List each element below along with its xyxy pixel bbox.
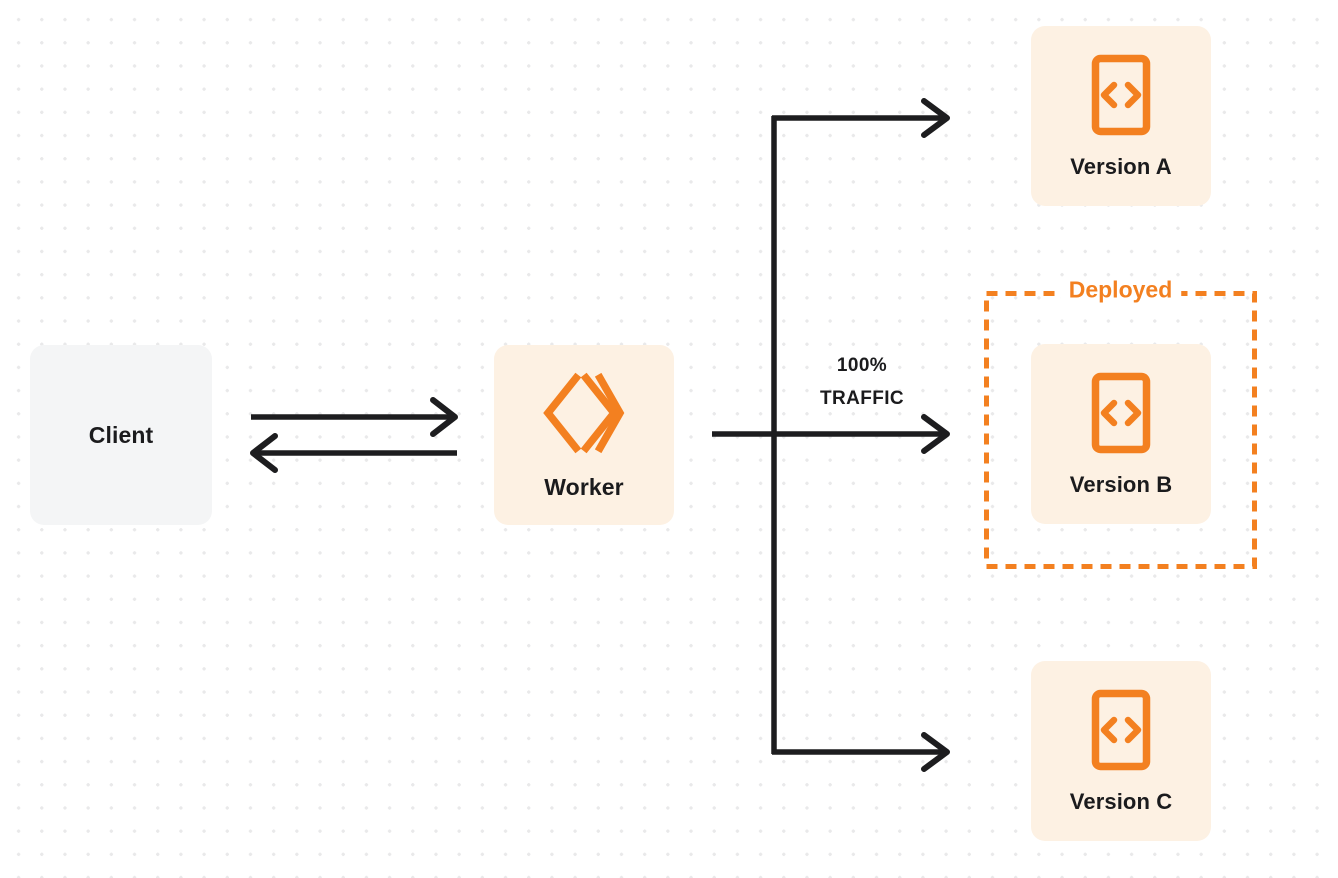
arrow-worker-to-version-a — [772, 98, 950, 138]
traffic-label: 100% TRAFFIC — [782, 350, 942, 415]
traffic-unit: TRAFFIC — [819, 387, 905, 409]
node-version-a-label: Version A — [1070, 154, 1172, 179]
code-file-icon — [1091, 689, 1151, 771]
node-worker[interactable]: Worker — [494, 345, 674, 525]
code-file-icon — [1091, 372, 1151, 454]
arrow-client-to-worker — [251, 397, 458, 437]
arrow-worker-to-version-b — [712, 414, 950, 454]
node-version-b-label: Version B — [1069, 472, 1173, 497]
node-version-c[interactable]: Version C — [1031, 661, 1211, 841]
node-client-label: Client — [88, 421, 154, 448]
node-version-b[interactable]: Version B — [1031, 344, 1211, 524]
traffic-percent: 100% — [836, 355, 888, 376]
deployed-group-label: Deployed — [1059, 277, 1182, 303]
node-worker-label: Worker — [544, 473, 624, 500]
node-client[interactable]: Client — [30, 345, 212, 525]
cloudflare-workers-logo-icon — [542, 372, 626, 454]
arrow-worker-to-version-c — [772, 732, 950, 772]
arrow-worker-to-client — [250, 433, 457, 473]
code-file-icon — [1091, 54, 1151, 136]
node-version-a[interactable]: Version A — [1031, 26, 1211, 206]
group-deployed: Deployed — [984, 277, 1257, 569]
node-version-c-label: Version C — [1069, 789, 1173, 814]
